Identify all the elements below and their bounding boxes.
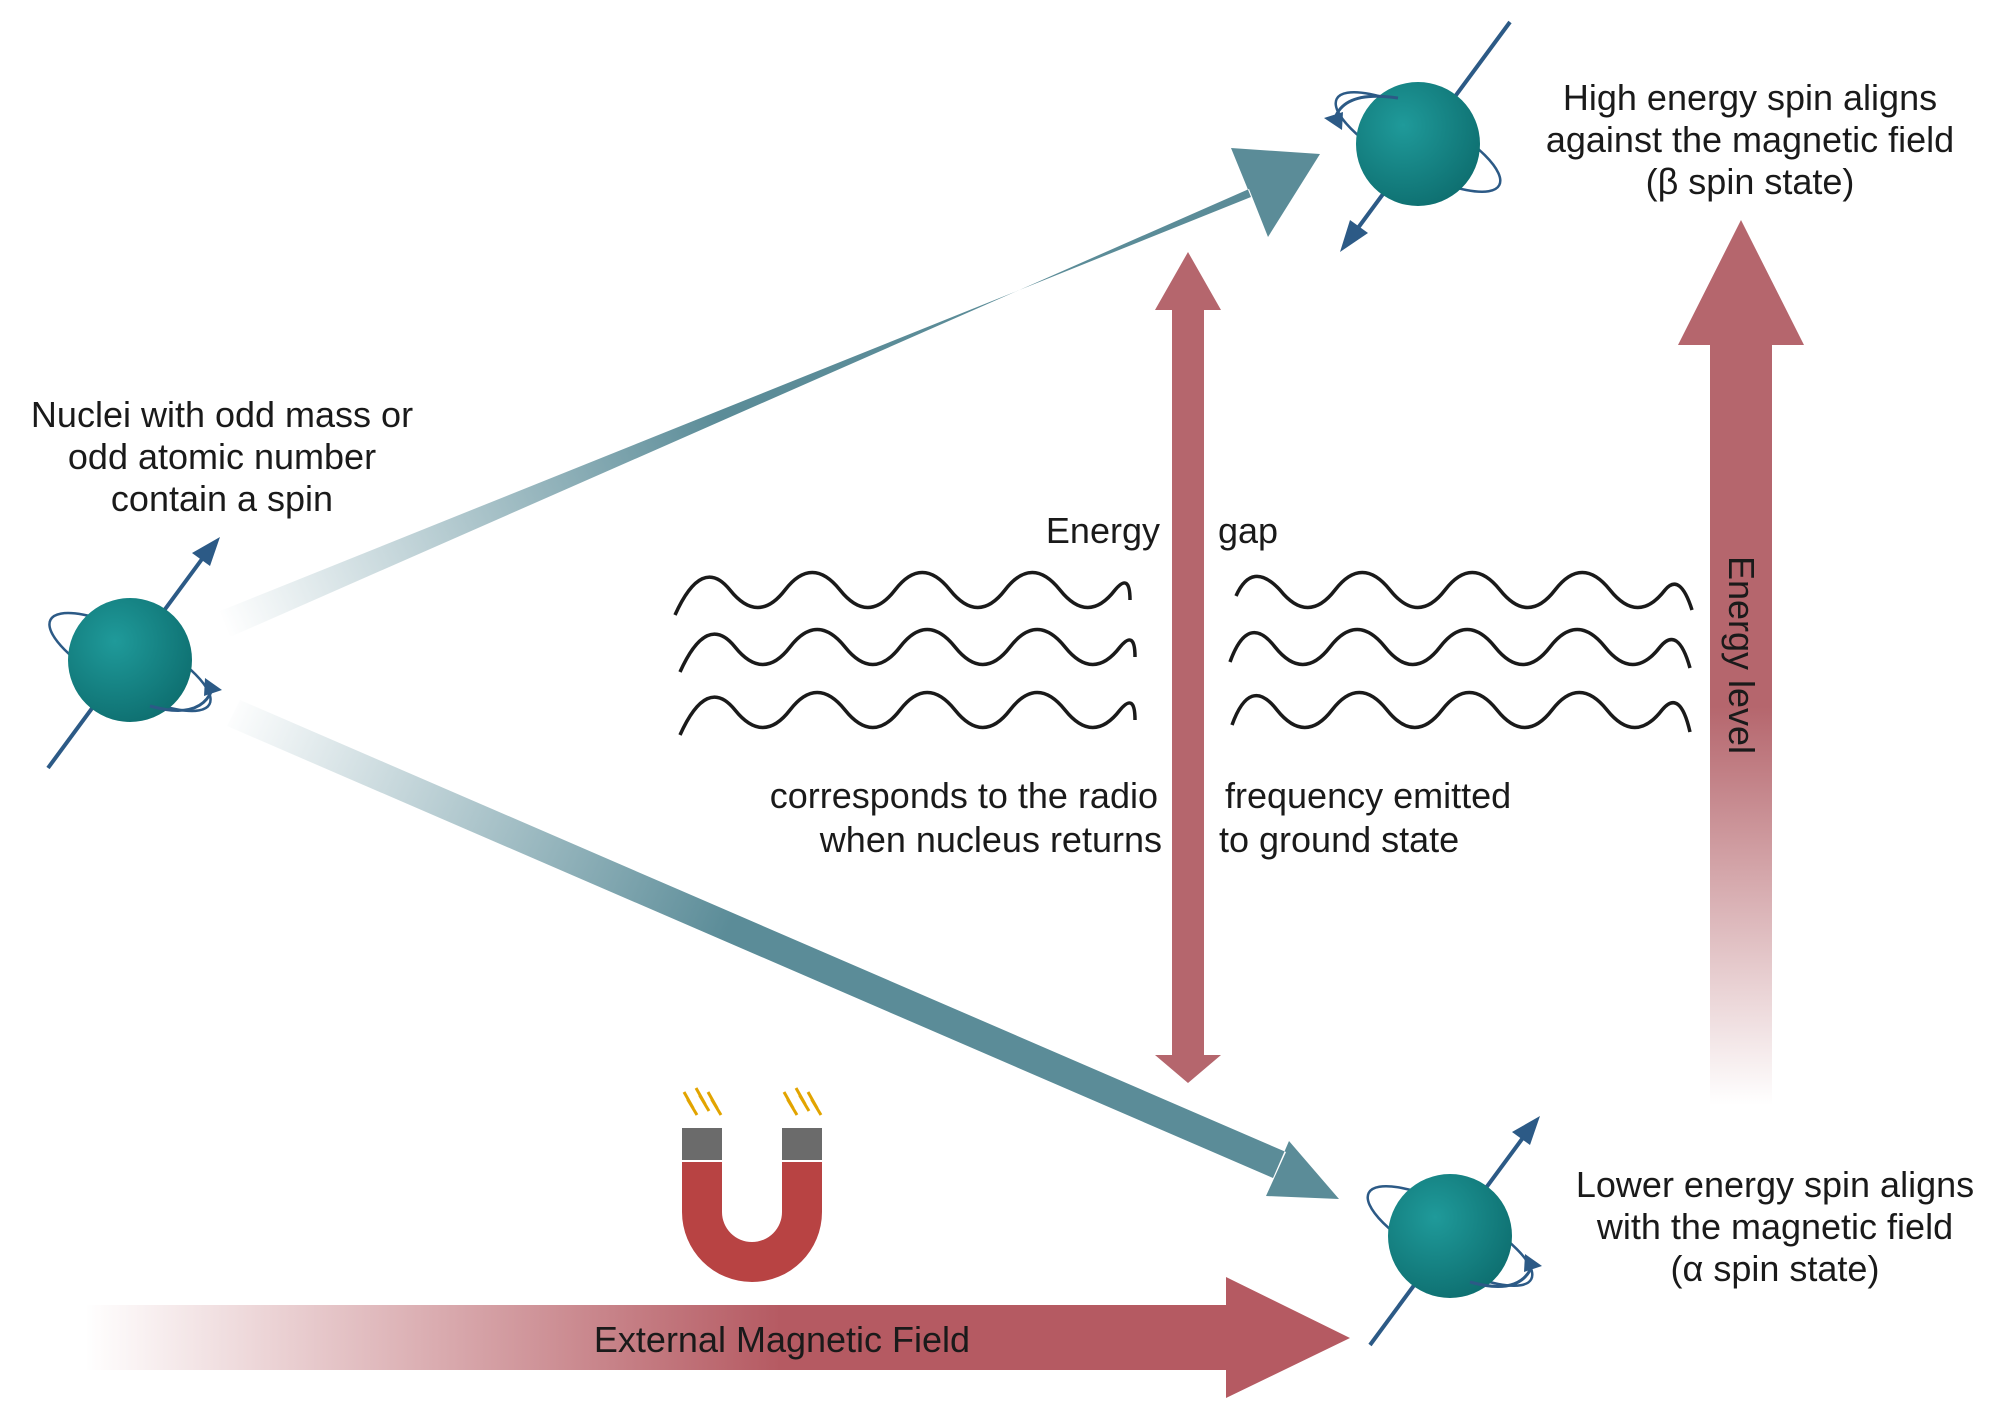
label-line: Nuclei with odd mass or bbox=[31, 394, 413, 435]
label-line: frequency emitted bbox=[1225, 775, 1511, 816]
label-line: with the magnetic field bbox=[1596, 1206, 1953, 1247]
label-line: to ground state bbox=[1219, 819, 1459, 860]
label-line: High energy spin aligns bbox=[1563, 77, 1937, 118]
label-line: corresponds to the radio bbox=[770, 775, 1158, 816]
spark-icon bbox=[682, 1087, 823, 1116]
sine-wave-icon bbox=[1234, 570, 1694, 611]
high-energy-label: High energy spin aligns against the magn… bbox=[1546, 77, 1954, 202]
label-line: when nucleus returns bbox=[819, 819, 1162, 860]
radio-waves-right bbox=[1228, 570, 1694, 733]
energy-gap-label-right: gap bbox=[1218, 510, 1278, 551]
energy-gap-double-arrow bbox=[1155, 252, 1221, 1083]
high-energy-nucleus bbox=[1324, 20, 1512, 252]
spinning-nucleus-icon bbox=[1356, 82, 1480, 206]
low-energy-label: Lower energy spin aligns with the magnet… bbox=[1576, 1164, 1974, 1289]
sine-wave-icon bbox=[673, 570, 1132, 616]
arrow-head-icon bbox=[192, 537, 220, 566]
label-line: (β spin state) bbox=[1646, 161, 1855, 202]
low-energy-nucleus bbox=[1366, 1116, 1542, 1347]
label-line: (α spin state) bbox=[1671, 1248, 1880, 1289]
initial-nucleus-label: Nuclei with odd mass or odd atomic numbe… bbox=[31, 394, 413, 519]
sine-wave-icon bbox=[678, 627, 1137, 673]
energy-level-label: Energy level bbox=[1721, 556, 1762, 754]
arrow-head-icon bbox=[1340, 220, 1368, 252]
transition-arrow-to-high-energy bbox=[220, 148, 1320, 637]
label-line: contain a spin bbox=[111, 478, 333, 519]
arrow-head-icon bbox=[1512, 1116, 1540, 1145]
spinning-nucleus-icon bbox=[1388, 1174, 1512, 1298]
spinning-nucleus-icon bbox=[68, 598, 192, 722]
initial-nucleus bbox=[46, 537, 222, 770]
energy-level-arrow: Energy level bbox=[1678, 220, 1804, 1105]
label-line: odd atomic number bbox=[68, 436, 376, 477]
transition-arrow-to-low-energy bbox=[227, 700, 1339, 1199]
radio-waves-left bbox=[673, 570, 1137, 736]
external-field-label: External Magnetic Field bbox=[594, 1319, 970, 1360]
radio-frequency-label-right: frequency emitted to ground state bbox=[1219, 775, 1511, 860]
external-field-arrow: External Magnetic Field bbox=[85, 1277, 1350, 1398]
radio-frequency-label-left: corresponds to the radio when nucleus re… bbox=[770, 775, 1162, 860]
sine-wave-icon bbox=[1230, 690, 1692, 733]
sine-wave-icon bbox=[678, 690, 1137, 736]
sine-wave-icon bbox=[1228, 627, 1692, 669]
label-line: against the magnetic field bbox=[1546, 119, 1954, 160]
energy-gap-label-left: Energy bbox=[1046, 510, 1160, 551]
label-line: Lower energy spin aligns bbox=[1576, 1164, 1974, 1205]
horseshoe-magnet-icon bbox=[682, 1087, 823, 1282]
